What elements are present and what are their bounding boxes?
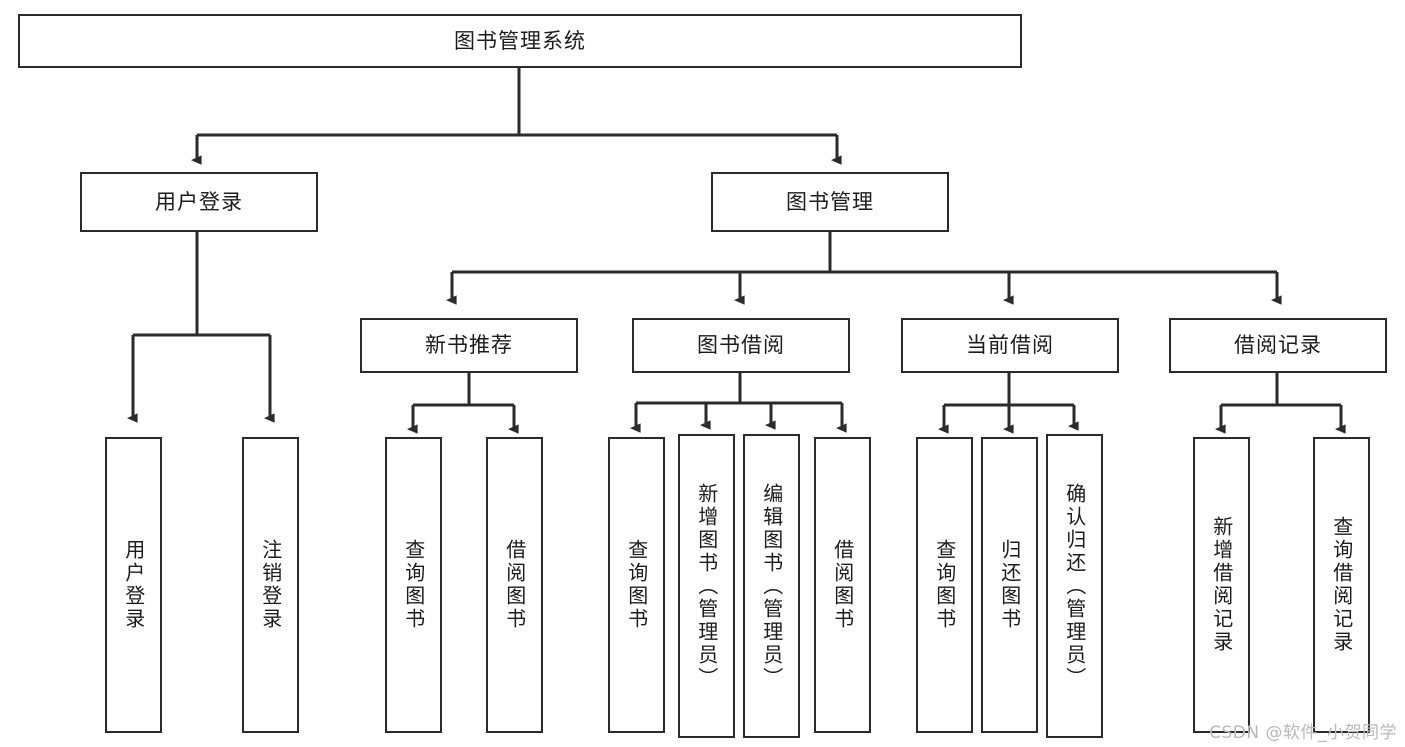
node-book-borrow-label: 图书借阅 [697, 333, 785, 358]
node-current-borrow-label: 当前借阅 [966, 333, 1054, 358]
leaf-user-login-label: 用户登录 [121, 539, 146, 631]
leaf-query-book-2[interactable]: 查询图书 [608, 437, 665, 733]
leaf-confirm-return-admin-label: 确认归还（管理员） [1062, 482, 1087, 690]
leaf-borrow-book-2-label: 借阅图书 [830, 539, 855, 631]
leaf-add-book-admin-label: 新增图书（管理员） [694, 482, 719, 690]
leaf-add-book-admin[interactable]: 新增图书（管理员） [678, 434, 735, 738]
leaf-borrow-book-1[interactable]: 借阅图书 [486, 437, 543, 733]
leaf-add-borrow-record-label: 新增借阅记录 [1209, 516, 1234, 654]
leaf-user-logout-label: 注销登录 [258, 539, 283, 631]
node-new-book-recommend[interactable]: 新书推荐 [360, 318, 578, 373]
leaf-return-book-label: 归还图书 [997, 539, 1022, 631]
leaf-add-borrow-record[interactable]: 新增借阅记录 [1193, 437, 1250, 733]
node-book-manage[interactable]: 图书管理 [711, 172, 949, 232]
leaf-edit-book-admin[interactable]: 编辑图书（管理员） [743, 434, 800, 738]
watermark-text: CSDN @软件_小贺同学 [1209, 723, 1397, 743]
node-root[interactable]: 图书管理系统 [18, 14, 1022, 68]
leaf-user-logout[interactable]: 注销登录 [242, 437, 299, 733]
leaf-query-borrow-record-label: 查询借阅记录 [1329, 516, 1354, 654]
node-current-borrow[interactable]: 当前借阅 [901, 318, 1119, 373]
leaf-return-book[interactable]: 归还图书 [981, 437, 1038, 733]
leaf-borrow-book-2[interactable]: 借阅图书 [814, 437, 871, 733]
leaf-query-book-1[interactable]: 查询图书 [385, 437, 442, 733]
node-book-manage-label: 图书管理 [786, 189, 874, 214]
node-borrow-record[interactable]: 借阅记录 [1169, 318, 1387, 373]
leaf-user-login[interactable]: 用户登录 [105, 437, 162, 733]
leaf-edit-book-admin-label: 编辑图书（管理员） [759, 482, 784, 690]
leaf-query-book-2-label: 查询图书 [624, 539, 649, 631]
node-user-login[interactable]: 用户登录 [80, 172, 318, 232]
leaf-query-book-3[interactable]: 查询图书 [916, 437, 973, 733]
node-user-login-label: 用户登录 [155, 189, 243, 214]
leaf-query-book-1-label: 查询图书 [401, 539, 426, 631]
leaf-query-borrow-record[interactable]: 查询借阅记录 [1313, 437, 1370, 733]
node-book-borrow[interactable]: 图书借阅 [632, 318, 850, 373]
leaf-confirm-return-admin[interactable]: 确认归还（管理员） [1046, 434, 1103, 738]
node-borrow-record-label: 借阅记录 [1234, 333, 1322, 358]
leaf-query-book-3-label: 查询图书 [932, 539, 957, 631]
leaf-borrow-book-1-label: 借阅图书 [502, 539, 527, 631]
node-new-book-recommend-label: 新书推荐 [425, 333, 513, 358]
node-root-label: 图书管理系统 [454, 28, 586, 53]
